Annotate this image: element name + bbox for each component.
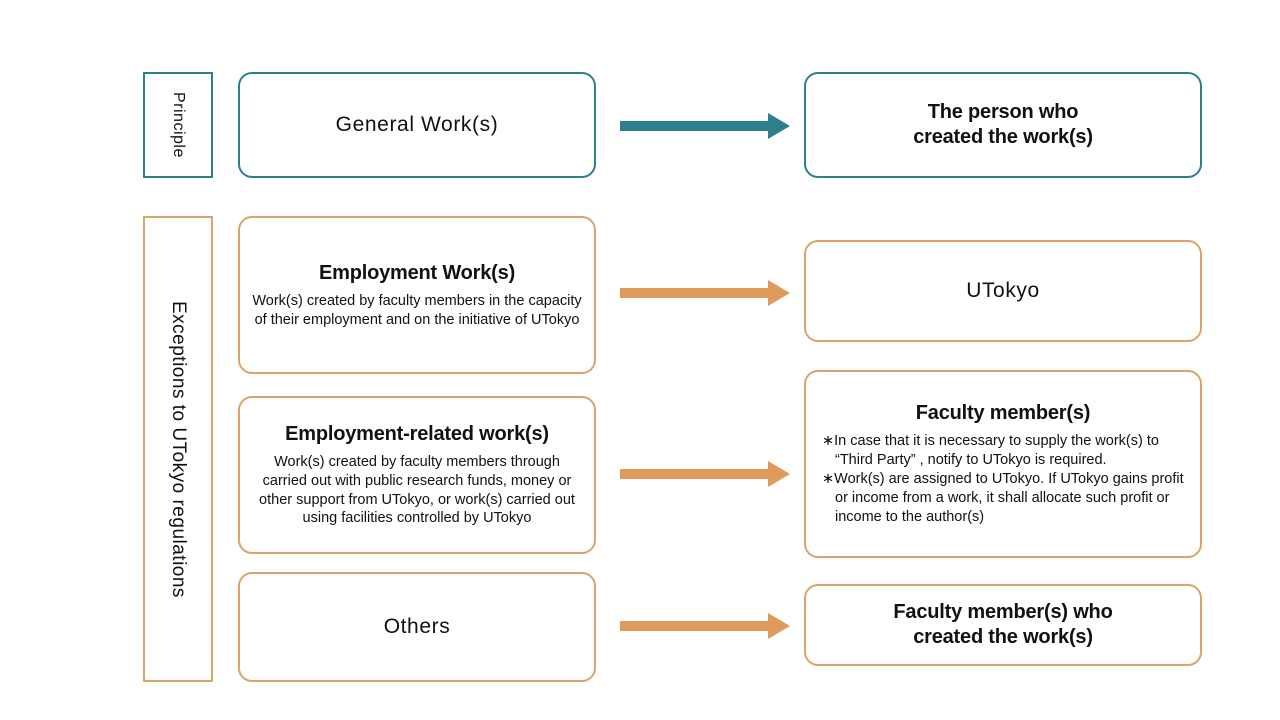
box-others-title: Others [383,614,451,638]
box-general-works: General Work(s) [238,72,596,178]
box-employment-works-desc: Work(s) created by faculty members in th… [252,292,582,328]
faculty-members-notes: ∗In case that it is necessary to supply … [816,432,1190,526]
box-faculty-members-title: Faculty member(s) [915,402,1091,425]
faculty-members-note-1: ∗In case that it is necessary to supply … [822,433,1159,469]
box-employment-related-works-desc: Work(s) created by faculty members throu… [259,454,575,527]
arrow-right-icon-general [620,113,790,139]
box-faculty-members-who-created: Faculty member(s) who created the work(s… [804,584,1202,666]
box-employment-related-works-title: Employment-related work(s) [285,423,549,446]
box-utokyo: UTokyo [804,240,1202,342]
box-utokyo-title: UTokyo [966,278,1040,302]
box-person-who-created-line1: The person who [927,101,1079,123]
rail-exceptions: Exceptions to UTokyo regulations [143,216,213,682]
box-employment-related-works: Employment-related work(s) Work(s) creat… [238,396,596,554]
rail-exceptions-label: Exceptions to UTokyo regulations [168,300,189,598]
box-person-who-created: The person who created the work(s) [804,72,1202,178]
arrow-right-icon-employment-related [620,461,790,487]
rail-principle-label: Principle [170,92,187,158]
box-employment-works: Employment Work(s) Work(s) created by fa… [238,216,596,374]
arrow-right-icon-employment [620,280,790,306]
rail-principle: Principle [143,72,213,178]
box-others: Others [238,572,596,682]
arrow-right-icon-others [620,613,790,639]
faculty-members-note-2: ∗Work(s) are assigned to UTokyo. If UTok… [822,471,1184,525]
box-person-who-created-line2: created the work(s) [913,126,1093,148]
box-general-works-title: General Work(s) [335,112,499,136]
box-faculty-members: Faculty member(s) ∗In case that it is ne… [804,370,1202,558]
box-employment-works-title: Employment Work(s) [318,261,516,284]
box-faculty-members-who-created-line1: Faculty member(s) who [893,601,1113,623]
box-faculty-members-who-created-line2: created the work(s) [913,626,1093,648]
